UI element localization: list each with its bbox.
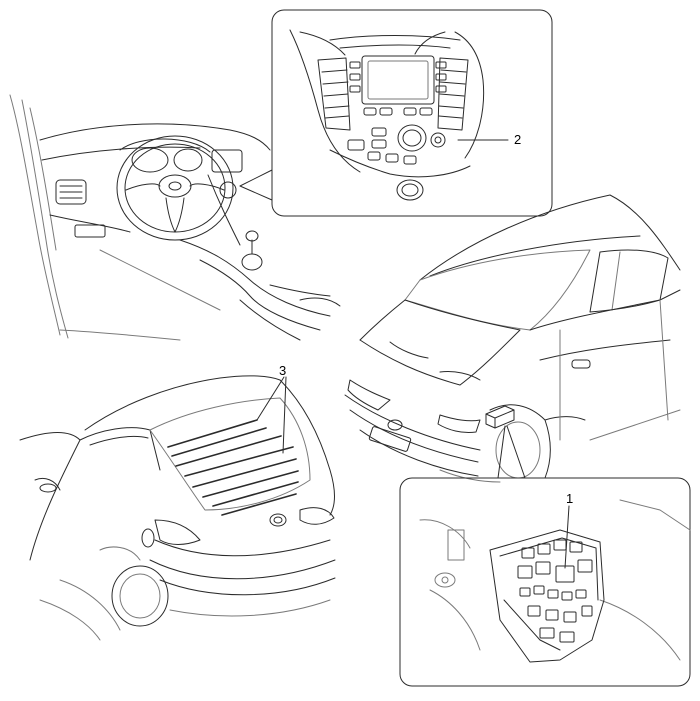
- callout-label-2: 2: [514, 132, 522, 147]
- callout-label-1: 1: [566, 491, 574, 506]
- rear-window-defroster-illustration: [20, 376, 335, 640]
- center-stack-detail-inset: [272, 10, 552, 216]
- fuse-box-detail-inset: [400, 478, 690, 686]
- interior-dashboard-illustration: [10, 95, 340, 340]
- front-car-illustration: [345, 195, 680, 482]
- callout-label-3: 3: [279, 363, 287, 378]
